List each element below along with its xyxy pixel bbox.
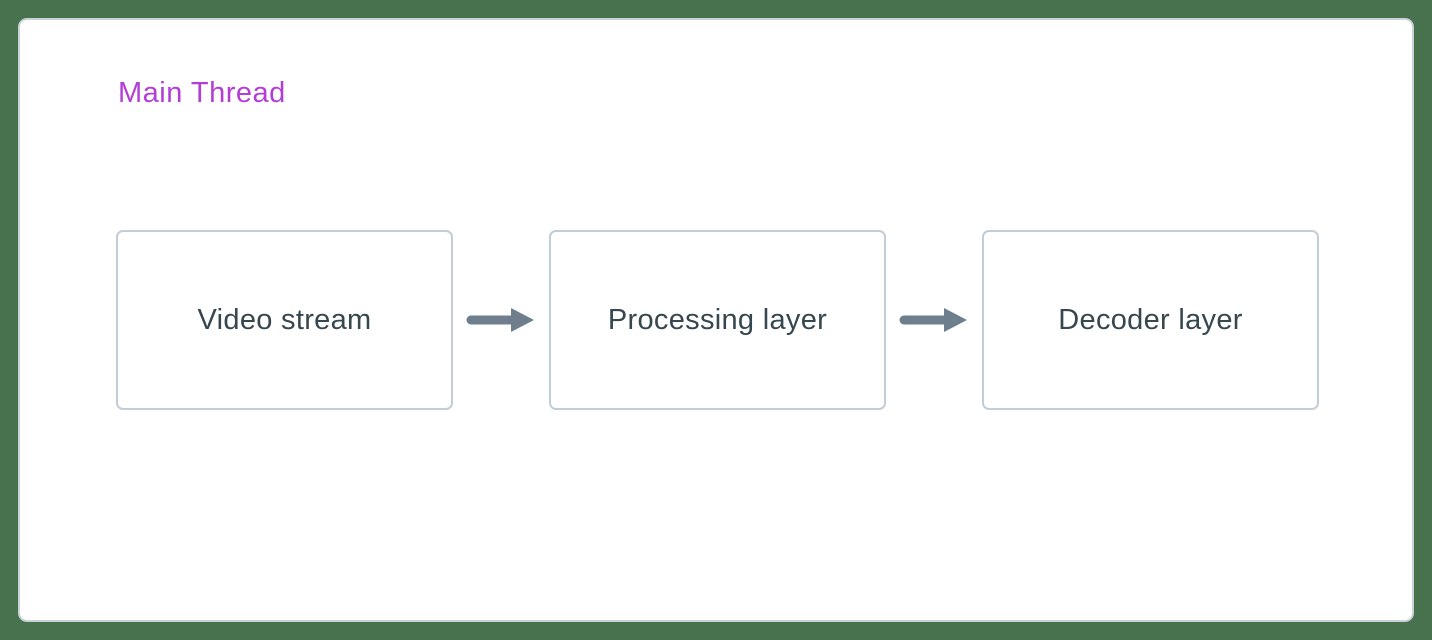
main-thread-panel: Main Thread Video stream Processing laye… bbox=[18, 18, 1414, 622]
node-label: Processing layer bbox=[607, 303, 828, 336]
flow-row: Video stream Processing layer Decoder la… bbox=[116, 230, 1319, 410]
node-processing-layer: Processing layer bbox=[549, 230, 886, 410]
flow-arrow-1 bbox=[453, 306, 549, 334]
node-label: Video stream bbox=[197, 303, 372, 336]
arrow-right-icon bbox=[899, 308, 967, 332]
node-video-stream: Video stream bbox=[116, 230, 453, 410]
node-decoder-layer: Decoder layer bbox=[982, 230, 1319, 410]
arrow-right-icon bbox=[466, 308, 534, 332]
lane-title: Main Thread bbox=[118, 77, 286, 109]
flow-arrow-2 bbox=[886, 306, 982, 334]
node-label: Decoder layer bbox=[1058, 303, 1243, 336]
